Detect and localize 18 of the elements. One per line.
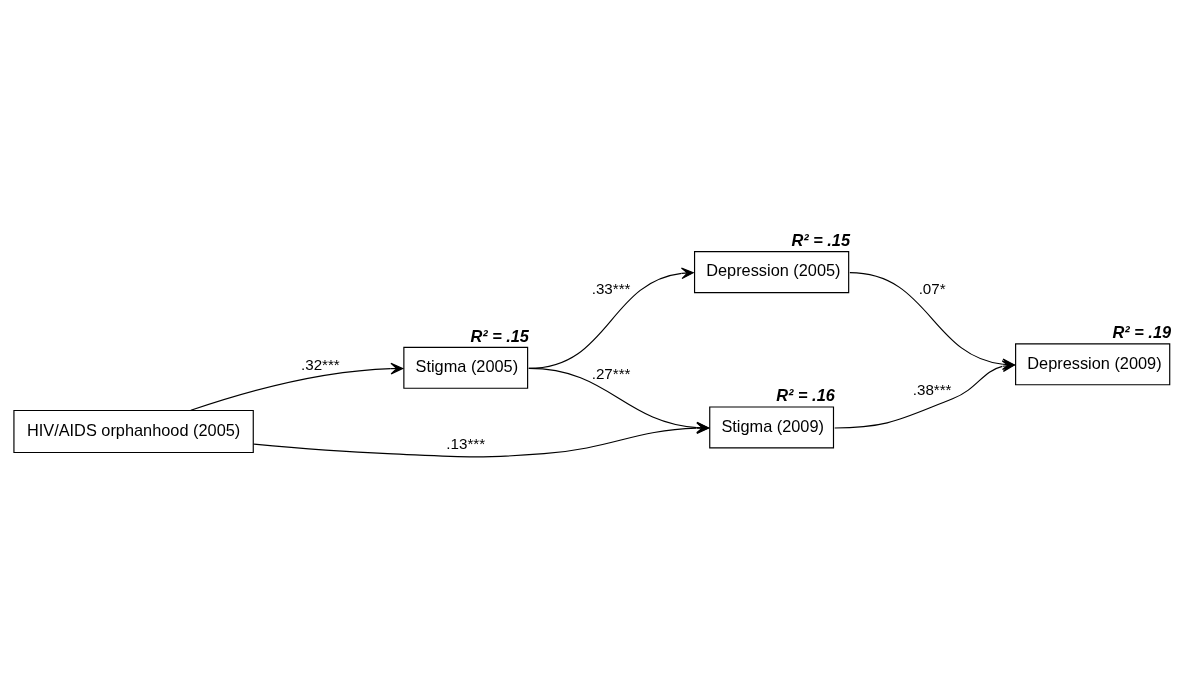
node-box: HIV/AIDS orphanhood (2005) bbox=[13, 409, 254, 453]
arrow bbox=[190, 362, 404, 411]
node-label: R² = .19 bbox=[1112, 322, 1172, 341]
edge-label: .33*** bbox=[591, 279, 631, 297]
edge-label: .13*** bbox=[446, 434, 486, 452]
node-label: R² = .15 bbox=[470, 326, 529, 345]
edge-label: .07* bbox=[918, 279, 946, 297]
node-box: Stigma (2009) bbox=[709, 405, 835, 448]
node-box: Depression (2005) bbox=[693, 250, 850, 293]
edge-label: .27*** bbox=[591, 364, 631, 382]
edge-label: .32*** bbox=[301, 355, 340, 373]
node-label: R² = .15 bbox=[791, 230, 851, 249]
node-box: Stigma (2005) bbox=[403, 346, 529, 389]
arrow bbox=[528, 367, 710, 433]
node-label: R² = .16 bbox=[776, 385, 835, 404]
edge-label: .38*** bbox=[912, 380, 952, 398]
arrow bbox=[253, 421, 710, 457]
node-box: Depression (2009) bbox=[1015, 342, 1171, 385]
